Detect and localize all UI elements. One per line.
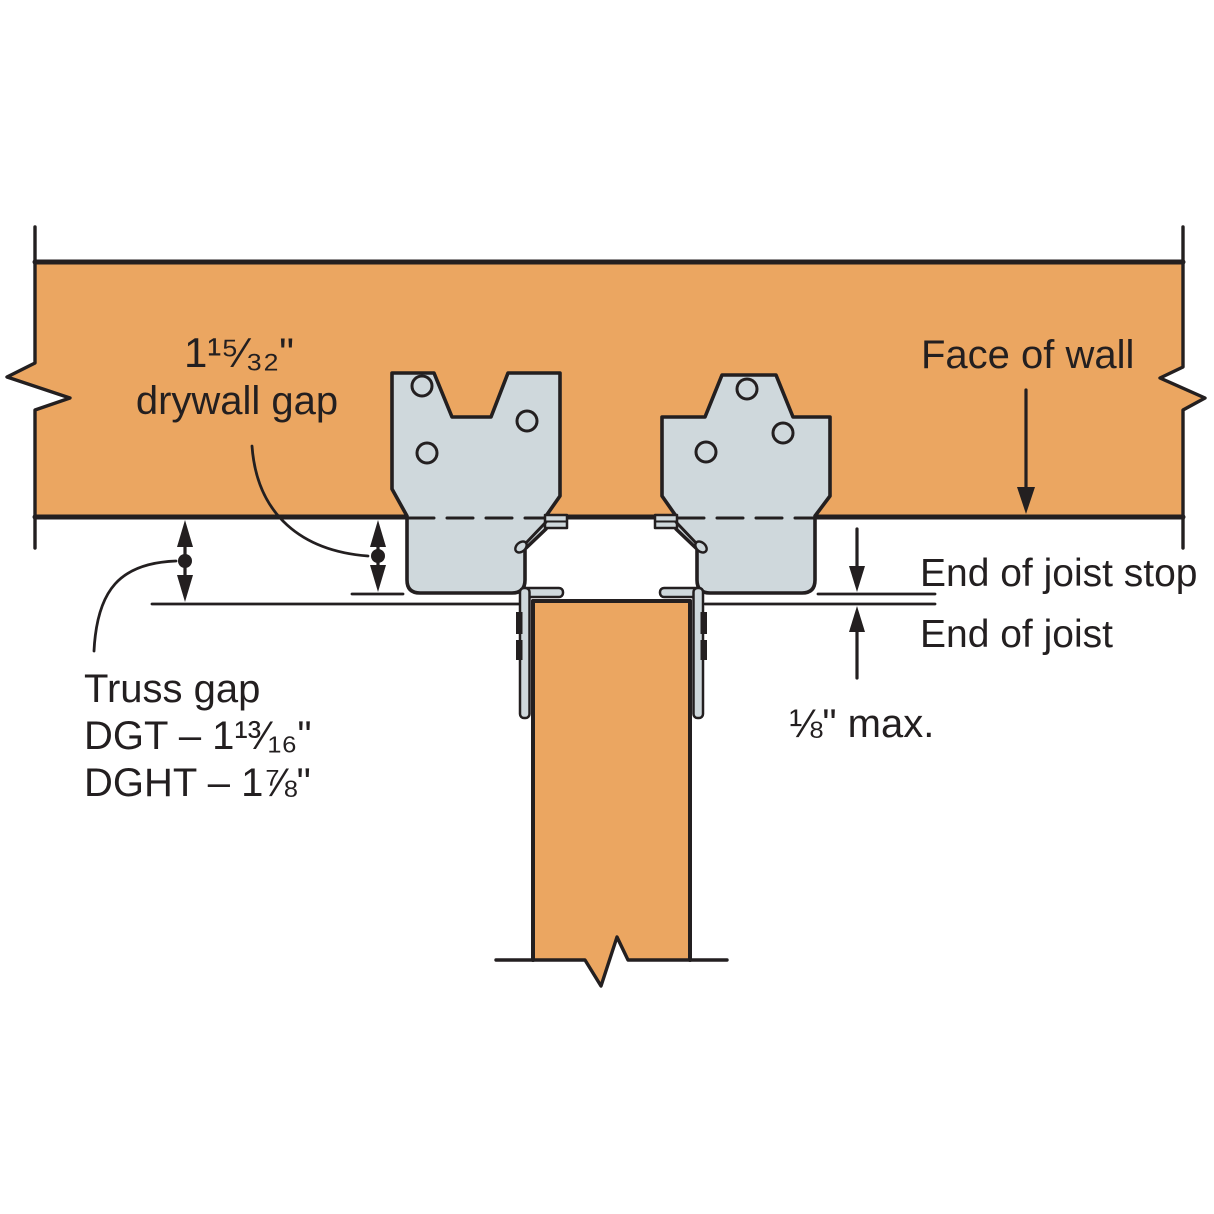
left-hanger-nail-hole-1 bbox=[410, 374, 434, 398]
left-hanger-nail-hole-2 bbox=[515, 409, 539, 433]
face-of-wall-arrowhead bbox=[1017, 487, 1035, 514]
wall-beam-wood bbox=[7, 262, 1205, 517]
truss-gap-arrowhead-up bbox=[177, 520, 193, 547]
left-hanger bbox=[390, 371, 569, 720]
drywall-gap-leader-dot bbox=[371, 549, 385, 563]
dimension-truss-gap bbox=[92, 520, 193, 653]
end-of-joist-label: End of joist bbox=[920, 613, 1113, 656]
right-hanger-nail-tip bbox=[694, 540, 708, 554]
left-hanger-angled-nail bbox=[524, 520, 548, 545]
truss-gap-leader-curve bbox=[92, 559, 178, 653]
end-of-joist-stop-label: End of joist stop bbox=[920, 552, 1198, 595]
face-of-wall-pointer bbox=[1017, 388, 1035, 514]
drywall-gap-leader-curve bbox=[250, 444, 370, 558]
right-hanger-nail-hole-2 bbox=[771, 421, 795, 445]
drywall-gap-arrowhead-down bbox=[370, 565, 386, 592]
drywall-gap-caption-label: drywall gap bbox=[136, 379, 338, 423]
joist-wood bbox=[533, 601, 690, 986]
dimension-drywall-gap bbox=[250, 444, 386, 592]
truss-gap-dgt-label: DGT – 1¹³⁄₁₆" bbox=[84, 714, 312, 758]
drywall-gap-arrowhead-up bbox=[370, 520, 386, 547]
joist bbox=[494, 599, 729, 988]
left-hanger-strap-slot-1 bbox=[516, 612, 523, 634]
max-gap-pointers bbox=[849, 527, 865, 680]
right-hanger-strap-slot-1 bbox=[700, 612, 707, 634]
truss-gap-arrowhead-down bbox=[177, 575, 193, 602]
left-hanger-strap-slot-2 bbox=[516, 640, 523, 660]
wall-beam-right-break-line bbox=[1158, 225, 1207, 550]
joist-stop-arrowhead-down bbox=[849, 566, 865, 592]
joist-end-arrowhead-up bbox=[849, 606, 865, 632]
right-hanger bbox=[653, 373, 832, 720]
left-hanger-nail-hole-3 bbox=[415, 441, 439, 465]
right-hanger-strap-slot-2 bbox=[700, 640, 707, 660]
drywall-gap-dimension-label: 1¹⁵⁄₃₂" bbox=[184, 329, 294, 376]
left-hanger-nail-tip bbox=[514, 540, 528, 554]
right-hanger-angled-nail bbox=[674, 520, 698, 545]
right-hanger-nail-hole-1 bbox=[735, 377, 759, 401]
truss-gap-leader-dot bbox=[178, 554, 192, 568]
truss-gap-caption-label: Truss gap bbox=[84, 667, 260, 711]
truss-gap-dght-label: DGHT – 1⅞" bbox=[84, 761, 311, 805]
wall-beam-left-break-line bbox=[5, 225, 72, 550]
joist-bottom-break-line bbox=[494, 935, 729, 988]
max-gap-label: ⅛" max. bbox=[789, 702, 934, 746]
reference-lines bbox=[150, 592, 937, 606]
face-of-wall-label: Face of wall bbox=[921, 333, 1134, 377]
wall-beam bbox=[5, 225, 1207, 550]
right-hanger-nail-hole-3 bbox=[694, 440, 718, 464]
